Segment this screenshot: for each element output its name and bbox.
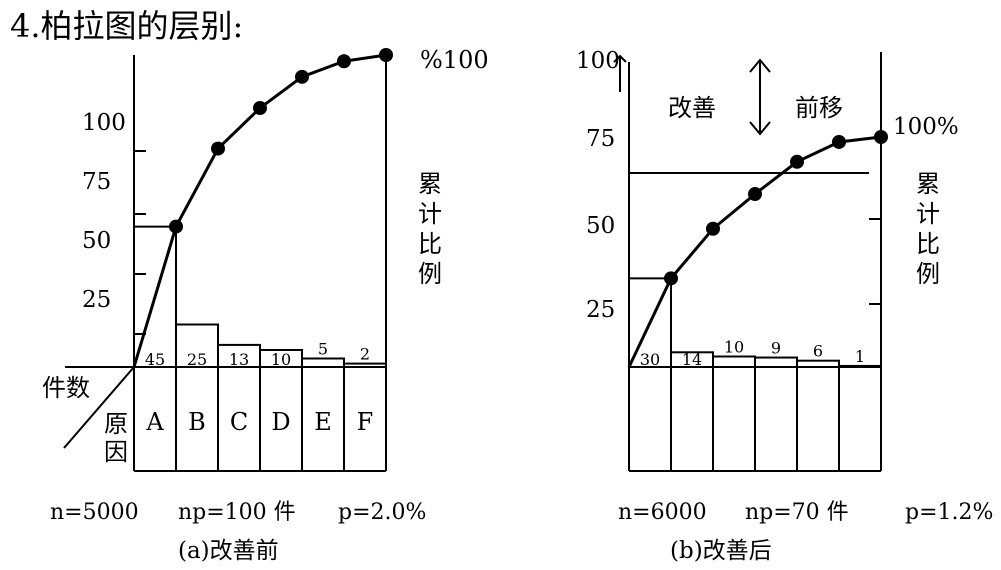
category-label: B	[188, 408, 206, 436]
bar	[838, 364, 882, 369]
value-label: 14	[682, 350, 702, 369]
figure-title: 4.柏拉图的层别:	[10, 7, 244, 45]
double-arrow-head-top	[749, 58, 771, 73]
cumulative-line-after	[627, 130, 888, 368]
bar	[343, 362, 387, 369]
bar	[712, 355, 756, 368]
category-label: A	[145, 408, 164, 436]
bar	[796, 359, 840, 369]
cumulative-line-before	[132, 48, 393, 368]
cumulative-point	[295, 69, 309, 84]
value-label: 25	[187, 350, 207, 369]
value-label: 9	[771, 339, 781, 358]
stat-np: np=70 件	[745, 500, 849, 525]
value-label: 30	[640, 350, 660, 369]
diagonal-extension	[63, 366, 135, 449]
category-columns-before	[175, 367, 345, 471]
cumulative-point	[790, 154, 804, 169]
cumulative-point	[664, 271, 678, 286]
ytick-label: 50	[586, 213, 615, 239]
row-label-line2: 因	[104, 438, 128, 466]
value-label: 13	[229, 350, 249, 369]
double-arrow-head-bottom	[749, 121, 771, 136]
right-axis-label: 累计比例	[418, 170, 442, 288]
top-right-label: 100%	[893, 114, 959, 140]
category-label: F	[357, 408, 374, 436]
cumulative-point	[169, 219, 183, 234]
caption-before: (a)改善前	[178, 538, 279, 564]
annotation-left: 改善	[668, 94, 716, 122]
category-label: C	[230, 408, 248, 436]
cumulative-point	[748, 187, 762, 202]
value-label: 1	[855, 347, 865, 366]
stat-p: p=2.0%	[338, 500, 426, 525]
cumulative-point	[253, 101, 267, 116]
annotation-right: 前移	[795, 94, 843, 122]
cumulative-line	[627, 135, 882, 368]
value-labels-before: 45 25 13 10 5 2	[145, 340, 370, 370]
cumulative-point	[337, 54, 351, 69]
bars-after	[670, 351, 882, 369]
bar	[301, 357, 345, 368]
bars-before	[175, 323, 387, 369]
value-labels-after: 30 14 10 9 6 1	[640, 338, 865, 370]
cumulative-point	[706, 221, 720, 236]
value-label: 6	[813, 342, 823, 361]
row-label-line1: 原	[104, 410, 128, 438]
stat-n: n=5000	[50, 500, 139, 525]
ytick-label: 25	[82, 287, 111, 313]
stat-n: n=6000	[618, 500, 707, 525]
chart-after: 100 75 50 25 改善 前移 30 14 10 9 6 1 累计比例 100% n…	[576, 48, 993, 564]
ytick-label: 100	[576, 48, 620, 74]
stat-np: np=100 件	[178, 500, 296, 525]
ytick-label: 25	[586, 297, 615, 323]
ytick-label: 75	[82, 169, 111, 195]
bar	[175, 323, 219, 368]
cumulative-point	[379, 48, 393, 62]
value-label: 10	[271, 350, 291, 369]
value-label: 45	[145, 350, 165, 369]
value-label: 2	[360, 345, 370, 364]
value-label: 5	[318, 340, 328, 359]
bar	[754, 356, 798, 368]
category-label: D	[271, 408, 290, 436]
ytick-label: 50	[82, 228, 111, 254]
cumulative-point	[832, 134, 846, 149]
ytick-label: 100	[82, 110, 126, 136]
value-label: 10	[724, 338, 744, 357]
ytick-label: 75	[586, 126, 615, 152]
xlabel-count: 件数	[42, 374, 90, 402]
cumulative-point	[211, 141, 225, 156]
right-axis-label: 累计比例	[916, 170, 940, 288]
caption-after: (b)改善后	[670, 538, 772, 564]
category-label: E	[314, 408, 332, 436]
category-columns-after	[670, 367, 840, 471]
stat-p: p=1.2%	[905, 500, 993, 525]
top-right-label: %100	[420, 46, 489, 74]
cumulative-point	[874, 130, 888, 144]
